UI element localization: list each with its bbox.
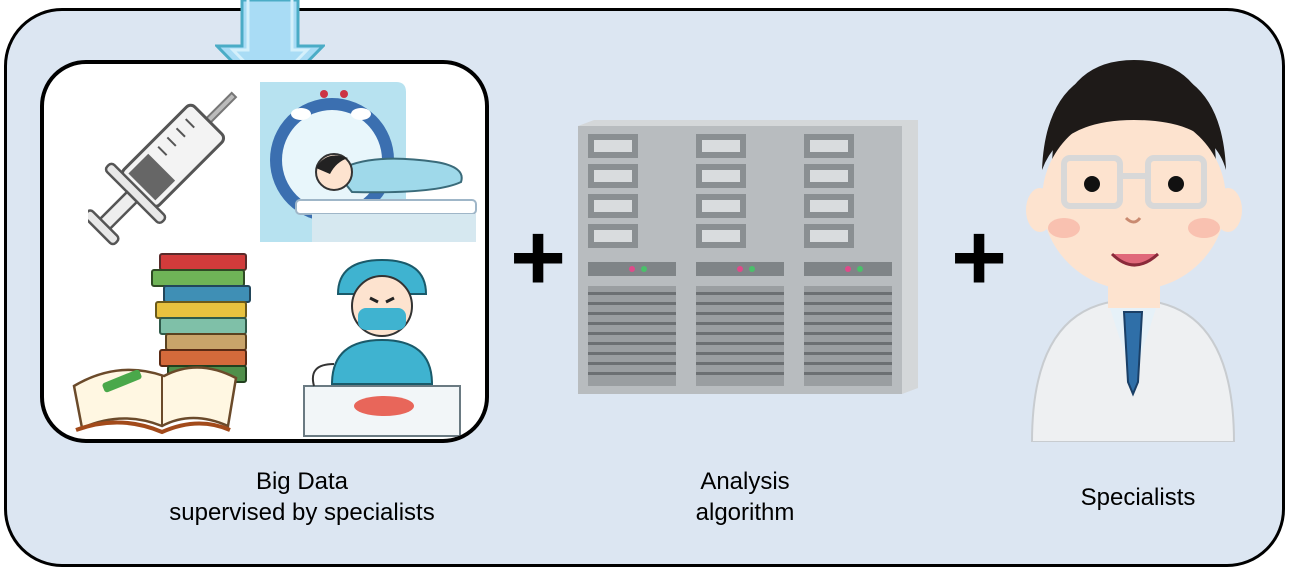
algorithm-caption-line2: algorithm: [695, 499, 795, 526]
server-rack-icon: [578, 120, 918, 394]
analysis-algorithm-caption: Analysis algorithm: [600, 466, 890, 528]
plus-sign-2: +: [951, 204, 1008, 311]
surgeon-icon: [303, 258, 461, 437]
big-data-frame: [40, 60, 489, 443]
mri-scanner-icon: [260, 82, 477, 242]
specialists-caption: Specialists: [1080, 484, 1196, 511]
big-data-caption-line2: supervised by specialists: [169, 499, 435, 526]
plus-sign-1: +: [510, 204, 567, 311]
big-data-caption-line1: Big Data: [255, 468, 349, 495]
algorithm-caption-line1: Analysis: [700, 468, 790, 495]
big-data-caption: Big Data supervised by specialists: [117, 466, 487, 528]
doctor-icon: [1026, 60, 1242, 442]
books-icon: [72, 253, 251, 435]
syringe-icon: [88, 91, 238, 246]
